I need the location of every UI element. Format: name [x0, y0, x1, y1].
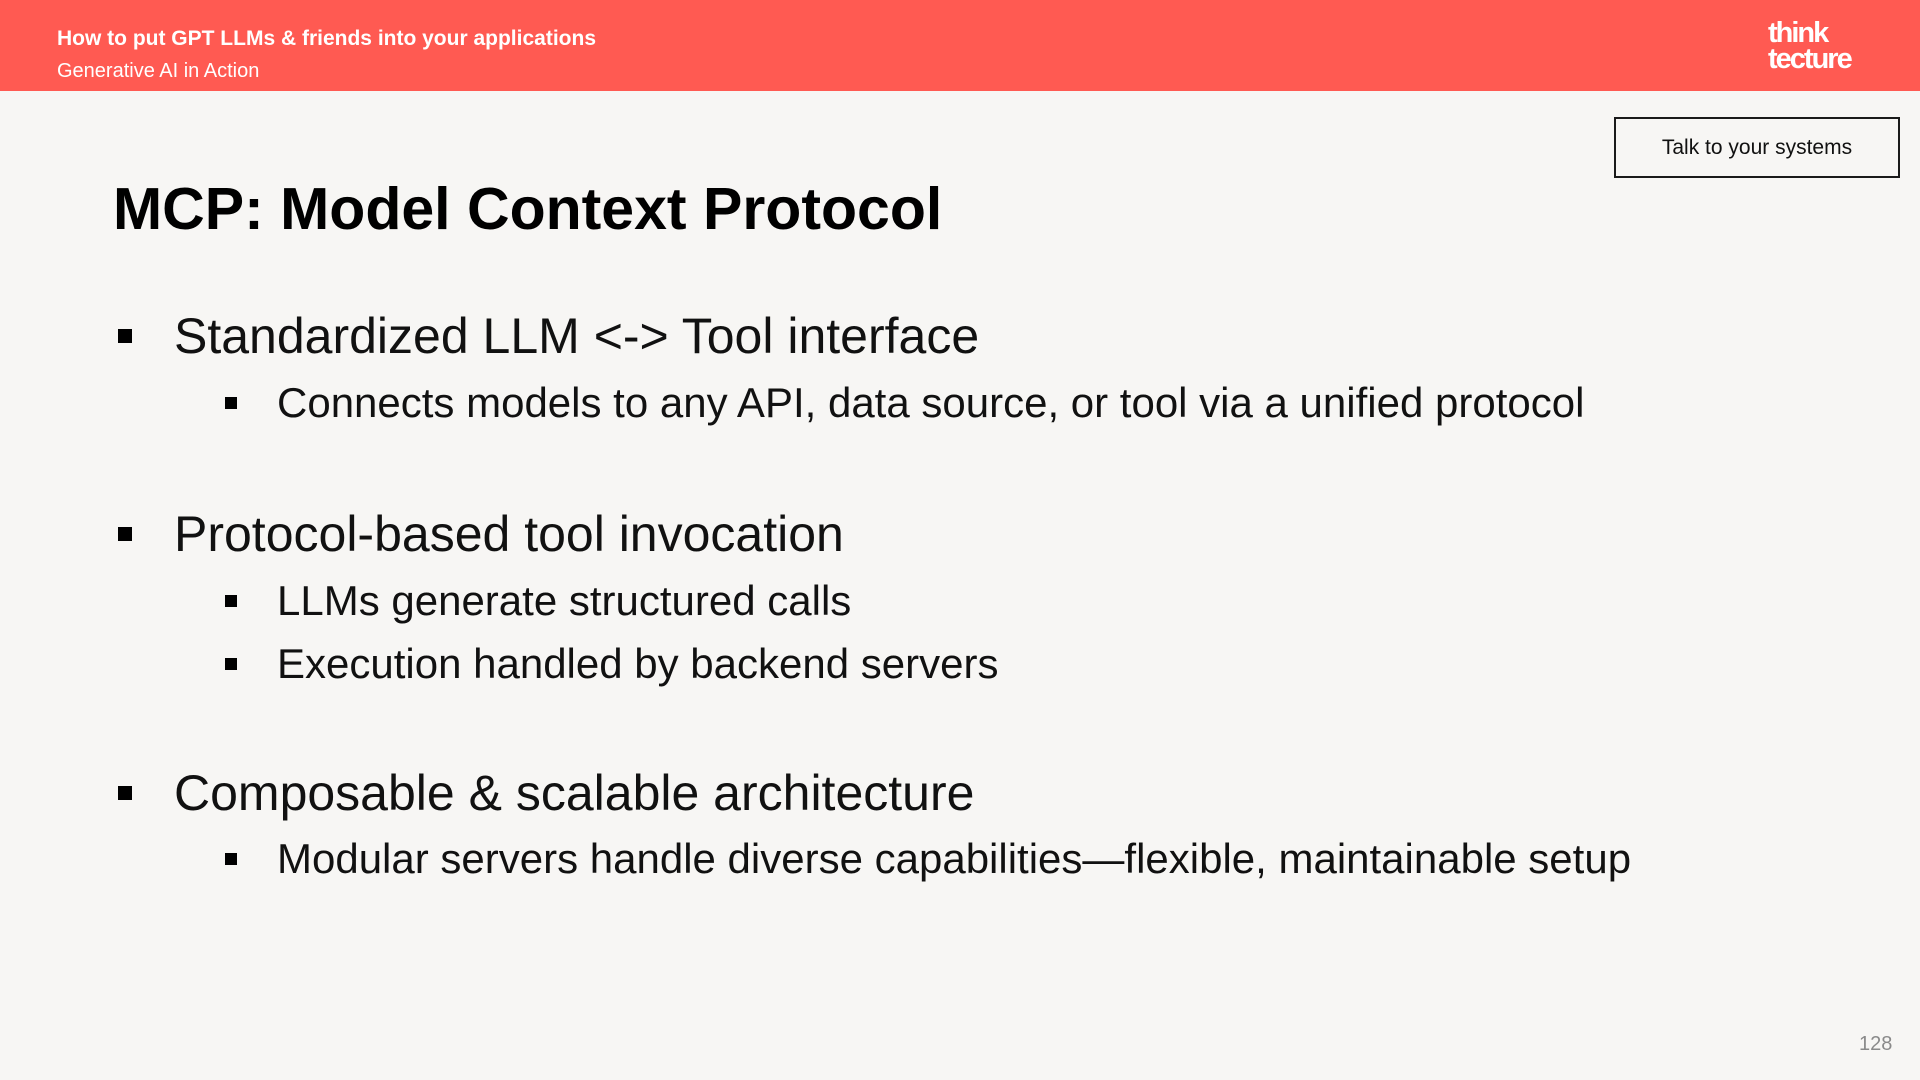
bullet-text: Standardized LLM <-> Tool interface — [174, 308, 980, 364]
subbullet-modular-servers: Modular servers handle diverse capabilit… — [225, 833, 1631, 885]
square-bullet-icon — [225, 658, 237, 670]
subbullet-text: LLMs generate structured calls — [277, 577, 852, 624]
talk-tag-box: Talk to your systems — [1614, 117, 1900, 178]
square-bullet-icon — [225, 595, 237, 607]
thinktecture-logo: think tecture — [1768, 17, 1858, 75]
header-subtitle: Generative AI in Action — [57, 60, 260, 82]
subbullet-structured-calls: LLMs generate structured calls — [225, 575, 851, 627]
page-number: 128 — [1859, 1033, 1893, 1055]
square-bullet-icon — [225, 853, 237, 865]
square-bullet-icon — [118, 527, 132, 541]
bullet-tool-invocation: Protocol-based tool invocation — [118, 504, 844, 564]
bullet-scalable-architecture: Composable & scalable architecture — [118, 763, 974, 823]
header-bar: How to put GPT LLMs & friends into your … — [0, 0, 1920, 91]
bullet-text: Composable & scalable architecture — [174, 765, 975, 821]
square-bullet-icon — [118, 329, 132, 343]
subbullet-text: Execution handled by backend servers — [277, 640, 999, 687]
logo-line-1: think — [1768, 17, 1829, 49]
bullet-text: Protocol-based tool invocation — [174, 506, 844, 562]
subbullet-connects-models: Connects models to any API, data source,… — [225, 377, 1584, 429]
square-bullet-icon — [225, 397, 237, 409]
header-title: How to put GPT LLMs & friends into your … — [57, 27, 596, 50]
square-bullet-icon — [118, 786, 132, 800]
page-title: MCP: Model Context Protocol — [113, 176, 943, 242]
subbullet-text: Connects models to any API, data source,… — [277, 379, 1585, 426]
bullet-standardized-interface: Standardized LLM <-> Tool interface — [118, 306, 979, 366]
subbullet-backend-servers: Execution handled by backend servers — [225, 638, 998, 690]
logo-line-2: tecture — [1768, 43, 1853, 75]
subbullet-text: Modular servers handle diverse capabilit… — [277, 835, 1632, 882]
